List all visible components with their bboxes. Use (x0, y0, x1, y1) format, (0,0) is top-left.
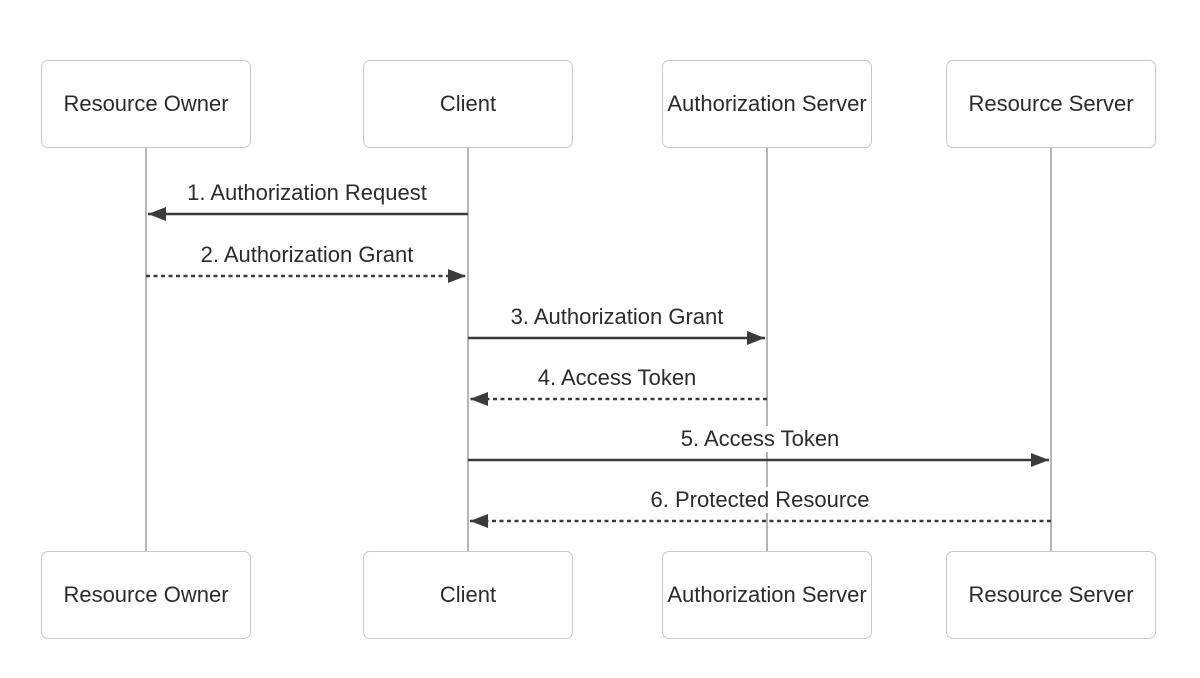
actor-box-top-authorization-server: Authorization Server (662, 60, 872, 148)
actor-box-bottom-resource-owner: Resource Owner (41, 551, 251, 639)
actor-box-bottom-authorization-server: Authorization Server (662, 551, 872, 639)
actor-box-bottom-client: Client (363, 551, 573, 639)
message-5-label: 5. Access Token (677, 426, 843, 452)
actor-label: Authorization Server (667, 582, 867, 607)
actor-box-top-client: Client (363, 60, 573, 148)
actor-label: Resource Server (968, 91, 1134, 116)
actor-box-top-resource-server: Resource Server (946, 60, 1156, 148)
actor-label: Resource Owner (63, 582, 229, 607)
actor-label: Client (439, 91, 497, 116)
message-3-label: 3. Authorization Grant (507, 304, 727, 330)
actor-box-bottom-resource-server: Resource Server (946, 551, 1156, 639)
actor-label: Client (439, 582, 497, 607)
message-6-label: 6. Protected Resource (647, 487, 873, 513)
actor-label: Resource Server (968, 582, 1134, 607)
message-1-label: 1. Authorization Request (184, 180, 430, 206)
message-4-label: 4. Access Token (534, 365, 700, 391)
actor-box-top-resource-owner: Resource Owner (41, 60, 251, 148)
message-2-label: 2. Authorization Grant (197, 242, 417, 268)
actor-label: Authorization Server (667, 91, 867, 116)
actor-label: Resource Owner (63, 91, 229, 116)
